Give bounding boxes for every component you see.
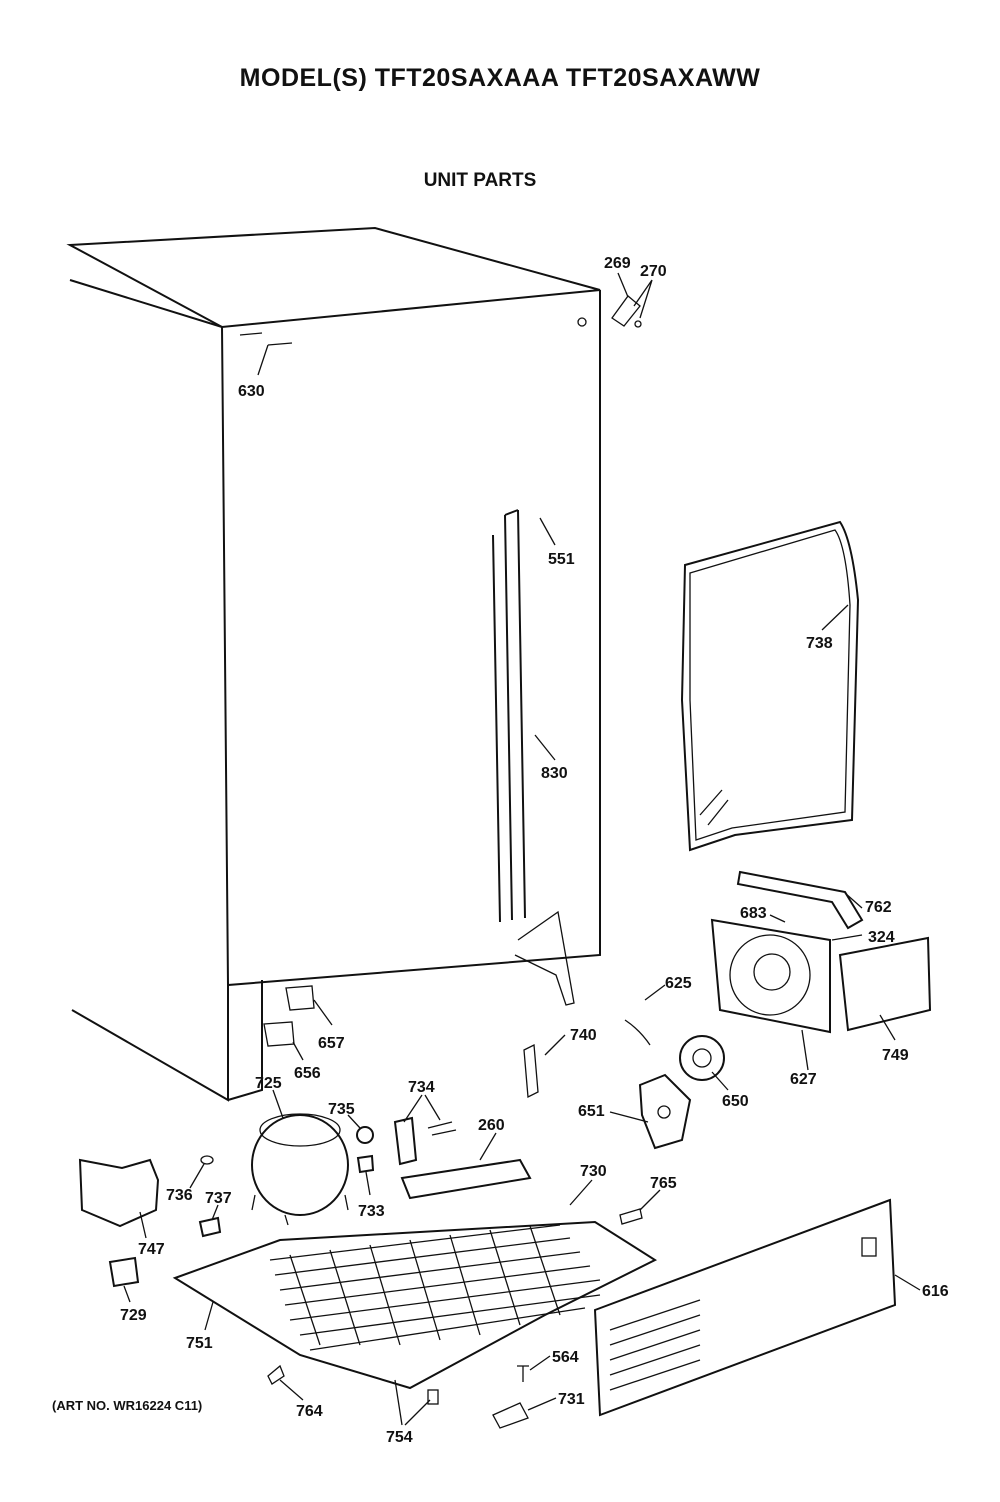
- fan-blade-651: [638, 1073, 692, 1150]
- leader-lines: [123, 272, 921, 1426]
- callout-627: 627: [790, 1071, 817, 1088]
- condenser-coil-730: [269, 1224, 601, 1351]
- part-765: [619, 1208, 643, 1225]
- cabinet: [66, 226, 601, 1102]
- part-735: [356, 1126, 374, 1144]
- callout-616: 616: [922, 1283, 949, 1300]
- louver-panel-616: [593, 1198, 897, 1417]
- callout-730: 730: [580, 1163, 607, 1180]
- callout-734: 734: [408, 1079, 435, 1096]
- callout-764: 764: [296, 1403, 323, 1420]
- callout-751: 751: [186, 1335, 213, 1352]
- callout-731: 731: [558, 1391, 585, 1408]
- control-board-749: [838, 936, 932, 1032]
- diagram-title: MODEL(S) TFT20SAXAAA TFT20SAXAWW: [239, 64, 761, 92]
- callout-270: 270: [640, 263, 667, 280]
- callout-551: 551: [548, 551, 575, 568]
- part-656: [263, 1021, 295, 1047]
- callout-733: 733: [358, 1203, 385, 1220]
- callout-740: 740: [570, 1027, 597, 1044]
- part-736: [200, 1155, 214, 1165]
- callout-830: 830: [541, 765, 568, 782]
- callout-269: 269: [604, 255, 631, 272]
- callout-656: 656: [294, 1065, 321, 1082]
- part-733: [356, 1154, 375, 1174]
- part-737: [198, 1216, 222, 1238]
- part-731: [492, 1402, 529, 1429]
- part-740: [523, 1043, 539, 1099]
- fan-motor-650: [679, 1035, 725, 1081]
- part-754: [427, 1389, 439, 1405]
- callout-725: 725: [255, 1075, 282, 1092]
- base-pan-751: [172, 1220, 658, 1390]
- part-270: [634, 320, 642, 328]
- part-625: [624, 1019, 651, 1046]
- callout-765: 765: [650, 1175, 677, 1192]
- callout-735: 735: [328, 1101, 355, 1118]
- tube-762: [736, 870, 864, 930]
- tray-260: [400, 1158, 532, 1200]
- cover-747: [78, 1158, 160, 1228]
- callout-683: 683: [740, 905, 767, 922]
- callout-749: 749: [882, 1047, 909, 1064]
- grille-738: [680, 520, 860, 852]
- part-729: [108, 1256, 140, 1288]
- callout-736: 736: [166, 1187, 193, 1204]
- callout-651: 651: [578, 1103, 605, 1120]
- relay-734: [393, 1116, 457, 1166]
- compressor-725: [251, 1113, 349, 1226]
- art-number: (ART NO. WR16224 C11): [52, 1398, 203, 1413]
- part-764: [267, 1364, 285, 1385]
- callout-737: 737: [205, 1190, 232, 1207]
- callout-564: 564: [552, 1349, 579, 1366]
- callout-762: 762: [865, 899, 892, 916]
- callout-260: 260: [478, 1117, 505, 1134]
- callout-657: 657: [318, 1035, 345, 1052]
- callout-650: 650: [722, 1093, 749, 1110]
- callout-729: 729: [120, 1307, 147, 1324]
- callout-738: 738: [806, 635, 833, 652]
- callout-754: 754: [386, 1429, 413, 1446]
- callout-625: 625: [665, 975, 692, 992]
- part-269: [611, 295, 641, 327]
- part-657: [285, 985, 315, 1011]
- callout-630: 630: [238, 383, 265, 400]
- part-564: [517, 1365, 529, 1382]
- diagram-subtitle: UNIT PARTS: [423, 170, 537, 191]
- callout-324: 324: [868, 929, 895, 946]
- callout-747: 747: [138, 1241, 165, 1258]
- fan-shroud-627: [710, 918, 831, 1034]
- callout-labels: 269 270 630 551 738 830 762 683 324 625 …: [120, 255, 949, 1446]
